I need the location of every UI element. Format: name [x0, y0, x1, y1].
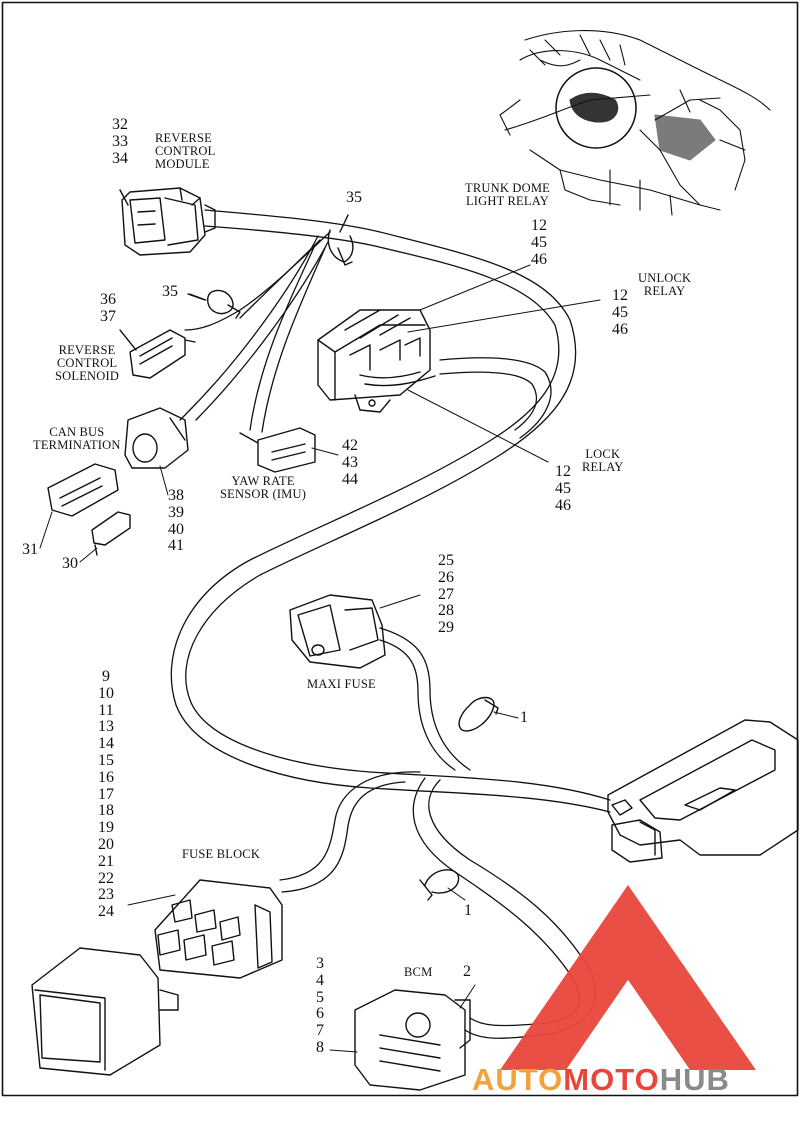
cable-strap-upper	[458, 696, 499, 732]
callout-termination-31: 31	[22, 541, 38, 558]
motorcycle-overview-illustration	[499, 29, 771, 216]
callout-terminal-30: 30	[62, 555, 78, 572]
label-trunk-dome-light-relay: TRUNK DOME LIGHT RELAY	[465, 181, 550, 209]
watermark-logo	[500, 885, 756, 1070]
reverse-control-solenoid-connector	[119, 329, 196, 379]
relay-bracket-assembly	[317, 309, 436, 413]
label-fuse-block: FUSE BLOCK	[182, 847, 261, 861]
reverse-control-module-connector	[119, 187, 216, 256]
callout-strap-lower: 1	[464, 902, 472, 919]
callout-clip-top: 35	[346, 189, 362, 206]
harness-clip-top	[327, 214, 354, 266]
fuse-block-assembly	[154, 879, 283, 979]
yaw-rate-sensor-connector	[239, 427, 316, 473]
fuse-block-cover	[31, 947, 179, 1076]
can-bus-connector	[124, 407, 189, 469]
label-reverse-control-module: REVERSE CONTROL MODULE	[155, 131, 216, 172]
cable-strap-lower	[419, 869, 460, 901]
label-maxi-fuse: MAXI FUSE	[307, 677, 376, 691]
can-bus-termination-resistor	[47, 463, 119, 517]
label-lock-relay: LOCK RELAY	[582, 447, 624, 475]
maxi-fuse-holder	[289, 594, 386, 669]
frame-bracket	[607, 719, 799, 863]
bcm-connector	[354, 989, 471, 1091]
callout-strap-upper: 1	[520, 709, 528, 726]
label-bcm: BCM	[404, 965, 433, 979]
label-can-bus-termination: CAN BUS TERMINATION	[33, 425, 121, 453]
callout-clip-side: 35	[162, 283, 178, 300]
watermark-text: AUTOMOTOHUB	[472, 1062, 730, 1097]
label-unlock-relay: UNLOCK RELAY	[638, 271, 692, 299]
callout-bcm-top: 2	[463, 963, 471, 980]
page-border	[1, 1, 799, 1097]
terminal-30	[91, 511, 131, 556]
main-harness	[170, 209, 611, 1039]
label-reverse-control-solenoid: REVERSE CONTROL SOLENOID	[55, 343, 120, 384]
leader-lines	[39, 264, 601, 1053]
label-yaw-rate-sensor: YAW RATE SENSOR (IMU)	[220, 474, 307, 502]
